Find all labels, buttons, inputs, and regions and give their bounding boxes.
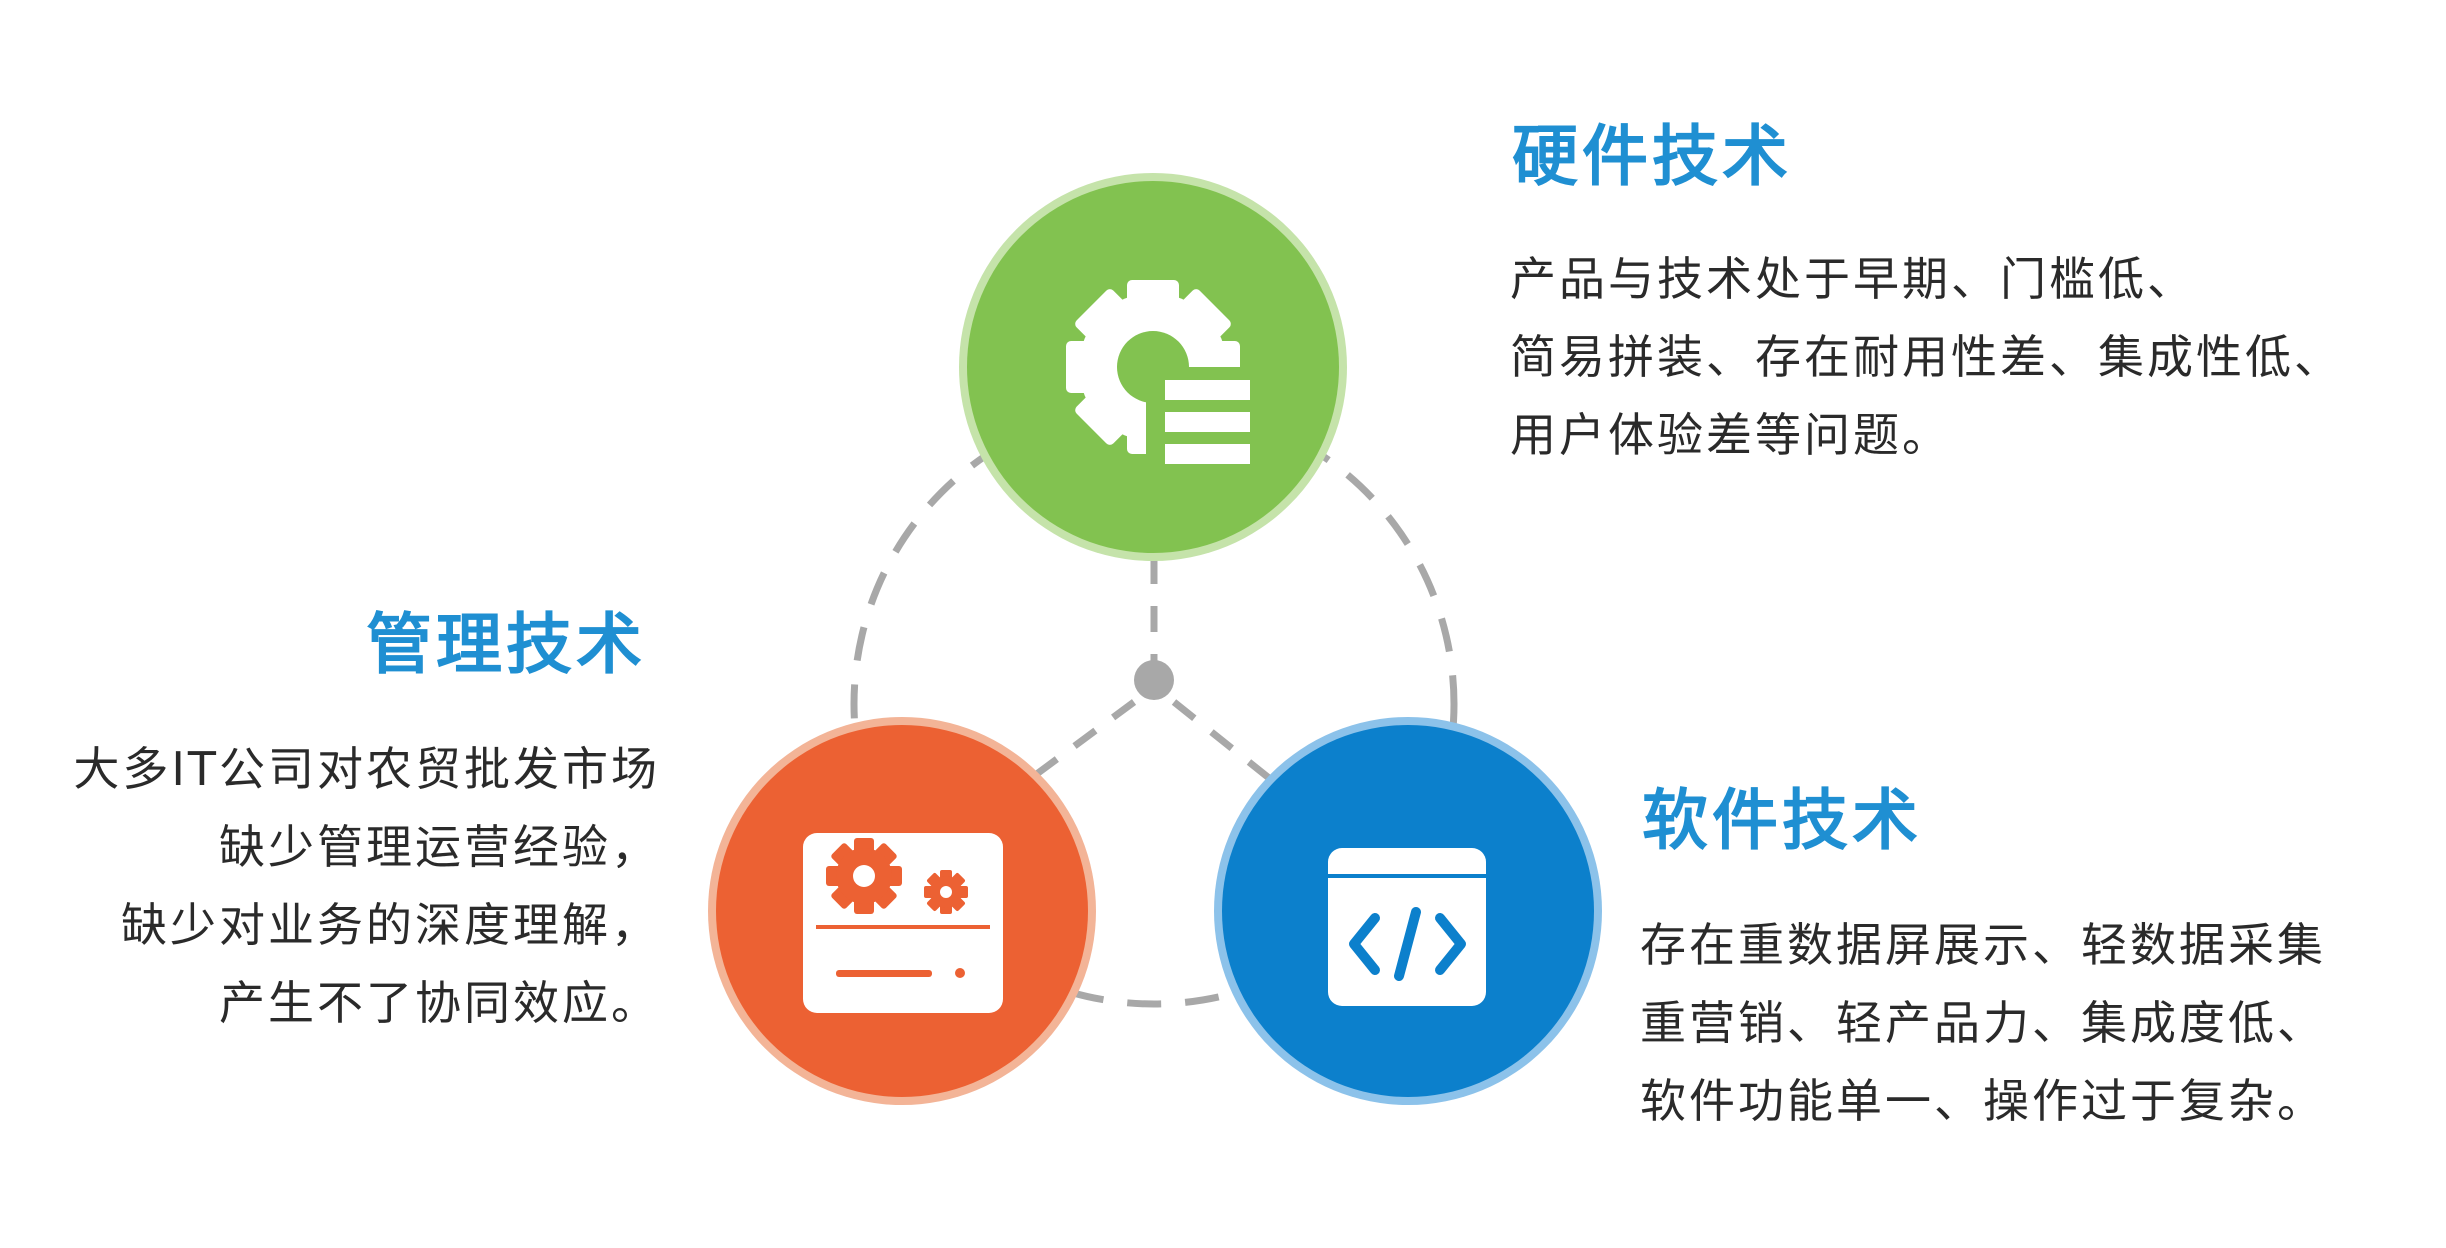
center-hub	[1134, 660, 1174, 700]
management-node	[708, 717, 1096, 1105]
management-line-2: 缺少管理运营经验，	[219, 820, 660, 874]
software-line-3: 软件功能单一、操作过于复杂。	[1640, 1074, 2326, 1128]
management-line-4: 产生不了协同效应。	[219, 976, 660, 1030]
software-title: 软件技术	[1642, 782, 1922, 859]
gears-panel-icon	[803, 833, 1003, 1013]
hardware-description: 产品与技术处于早期、门槛低、 简易拼装、存在耐用性差、集成性低、 用户体验差等问…	[1510, 240, 2343, 474]
hardware-title: 硬件技术	[1512, 118, 1792, 195]
code-window-icon	[1328, 848, 1486, 1006]
management-title: 管理技术	[366, 606, 646, 683]
software-line-1: 存在重数据屏展示、轻数据采集	[1640, 918, 2326, 972]
hardware-line-2: 简易拼装、存在耐用性差、集成性低、	[1510, 330, 2343, 384]
hardware-node	[959, 173, 1347, 561]
management-description: 大多IT公司对农贸批发市场 缺少管理运营经验， 缺少对业务的深度理解， 产生不了…	[73, 730, 660, 1042]
software-description: 存在重数据屏展示、轻数据采集 重营销、轻产品力、集成度低、 软件功能单一、操作过…	[1640, 906, 2326, 1140]
software-node	[1214, 717, 1602, 1105]
management-line-3: 缺少对业务的深度理解，	[121, 898, 660, 952]
gear-list-icon	[1066, 280, 1250, 485]
software-line-2: 重营销、轻产品力、集成度低、	[1640, 996, 2326, 1050]
spoke-software	[1171, 699, 1277, 785]
spoke-management	[1031, 699, 1137, 779]
hardware-line-3: 用户体验差等问题。	[1510, 408, 1951, 462]
hardware-line-1: 产品与技术处于早期、门槛低、	[1510, 252, 2196, 306]
management-line-1: 大多IT公司对农贸批发市场	[73, 742, 660, 796]
